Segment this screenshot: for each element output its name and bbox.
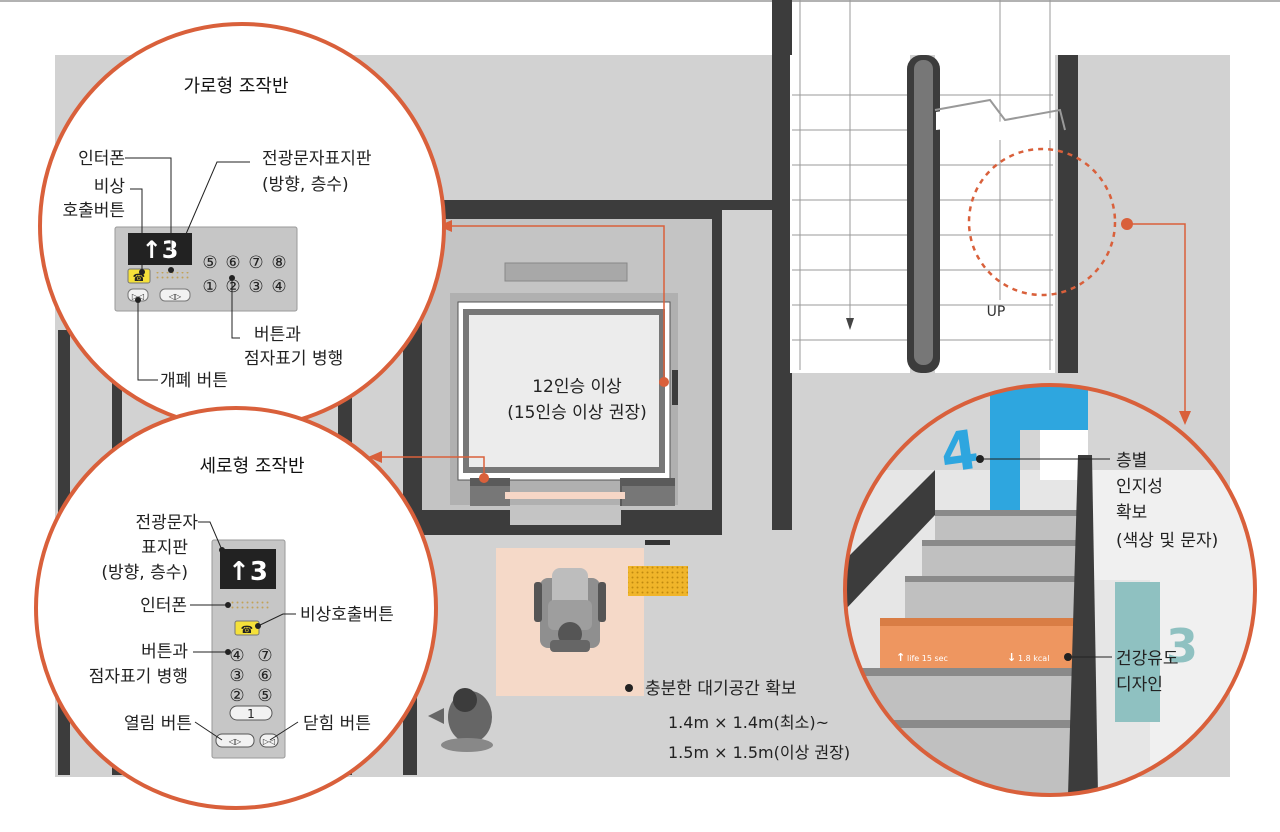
svg-text:◁▷: ◁▷ [168,292,182,301]
horizontal-led-text: ↑3 [142,236,179,264]
h-btn-2: ② [225,277,240,297]
stair-steps [845,510,1090,795]
h-btn-5: ⑤ [202,253,217,273]
h-intercom-label: 인터폰 [78,149,125,169]
up-label: UP [987,304,1006,320]
h-emergency-label-1: 비상 [94,177,126,197]
vertical-control-panel [211,539,286,759]
floor-3-sign: 3 [1166,619,1198,673]
svg-text:☎: ☎ [133,273,145,284]
wheelchair-user-icon [534,568,606,652]
v-emergency-label: 비상호출버튼 [300,605,394,625]
floor-id-line4: (색상 및 문자) [1116,531,1218,551]
svg-text:↓: ↓ [1007,651,1016,664]
waiting-size-line1: 1.4m × 1.4m(최소)~ [668,713,829,732]
h-btn-3: ③ [248,277,263,297]
step-right-label: 1.8 kcal [1018,654,1049,663]
v-intercom-label: 인터폰 [140,596,187,616]
h-led-label-1: 전광문자표지판 [262,149,372,169]
h-btn-8: ⑧ [271,253,286,273]
v-btn-1: 1 [247,707,255,721]
waiting-size-line2: 1.5m × 1.5m(이상 권장) [668,743,850,762]
v-braille-label-2: 점자표기 병행 [89,667,188,687]
h-braille-label-2: 점자표기 병행 [244,349,343,369]
v-open-button [215,733,255,748]
health-line1: 건강유도 [1116,649,1179,669]
pedestrian-icon [428,688,493,752]
waiting-title: 충분한 대기공간 확보 [645,679,797,699]
right-stairs: UP [772,0,1078,530]
floor-id-line2: 인지성 [1116,477,1163,497]
vertical-panel-title: 세로형 조작반 [199,456,304,477]
v-btn-4: ④ [229,646,244,666]
horizontal-panel-title: 가로형 조작반 [183,76,288,97]
vertical-led-display [220,549,276,589]
v-btn-3: ③ [229,666,244,686]
v-btn-6: ⑥ [257,666,272,686]
h-emergency-label-2: 호출버튼 [62,201,125,221]
stair-handrail-wall [1068,455,1098,795]
callout-connectors [380,223,1186,478]
v-braille-label-1: 버튼과 [141,642,188,662]
h-btn-4: ④ [271,277,286,297]
horizontal-panel-callout: 가로형 조작반 ↑3 ☎ ▷◁ ◁▷ ⑤ ⑥ ⑦ ⑧ ① ② ③ ④ [38,22,446,430]
v-open-label: 열림 버튼 [124,714,192,734]
capacity-line2: (15인승 이상 권장) [507,403,647,423]
v-led-label-1: 전광문자 [135,513,198,533]
floor-id-line3: 확보 [1116,503,1147,523]
v-btn-7: ⑦ [257,646,272,666]
svg-text:↑: ↑ [896,651,905,664]
car-panel-mark [672,370,678,405]
h-led-label-2: (방향, 층수) [262,175,349,195]
health-line2: 디자인 [1116,675,1163,695]
svg-text:▷◁: ▷◁ [263,737,275,746]
h-btn-7: ⑦ [248,253,263,273]
floor-id-line1: 층별 [1116,451,1147,471]
h-btn-6: ⑥ [225,253,240,273]
vertical-panel-callout: 세로형 조작반 ↑3 ☎ ④ ⑦ ③ ⑥ ② ⑤ 1 ◁▷ ▷◁ [34,406,438,810]
horizontal-led-display [128,233,192,265]
svg-text:◁▷: ◁▷ [228,737,242,746]
door-threshold [505,492,625,499]
stairs-callout: 4 3 ↑ life 15 sec ↓ [843,383,1257,797]
v-close-label: 닫힘 버튼 [303,714,371,734]
stair-focus-circle [967,147,1117,297]
vertical-led-text: ↑3 [228,557,268,587]
elevator-car-inner [463,309,665,473]
h-door-label: 개폐 버튼 [160,371,228,391]
v-btn-5: ⑤ [257,686,272,706]
h-btn-1: ① [202,277,217,297]
v-btn-2: ② [229,686,244,706]
v-led-label-3: (방향, 층수) [101,563,188,583]
h-braille-label-1: 버튼과 [254,325,301,345]
elevator-indicator-panel [504,262,628,282]
capacity-line1: 12인승 이상 [532,377,622,397]
v-led-label-2: 표지판 [141,538,188,558]
floor-4-sign: 4 [937,418,983,486]
step-left-label: life 15 sec [907,654,948,663]
svg-text:☎: ☎ [241,625,253,636]
svg-text:▷◁: ▷◁ [132,292,144,301]
